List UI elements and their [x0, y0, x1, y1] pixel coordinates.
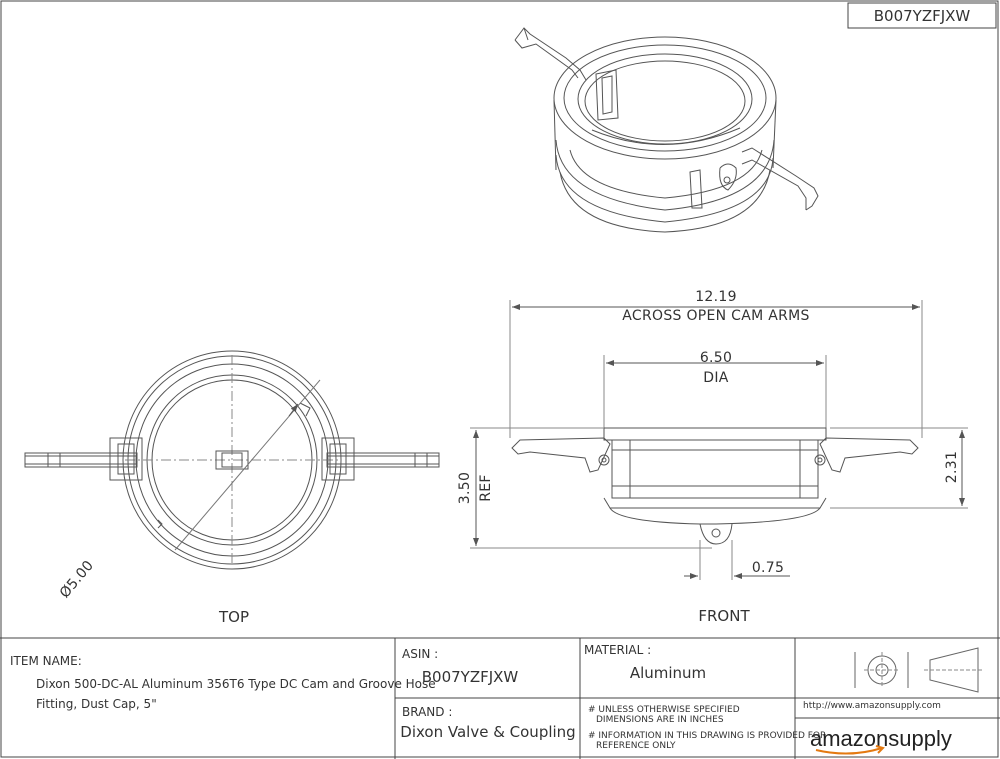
front-view-label: FRONT — [698, 607, 750, 625]
note-units-line2: DIMENSIONS ARE IN INCHES — [596, 715, 724, 725]
material-value: Aluminum — [630, 664, 706, 682]
logo-smile-arrow-icon — [875, 745, 885, 754]
logo-word-amazon: amazon — [810, 726, 888, 751]
item-name-line1: Dixon 500-DC-AL Aluminum 356T6 Type DC C… — [36, 677, 436, 691]
item-name-label: ITEM NAME: — [10, 654, 82, 668]
brand-value: Dixon Valve & Coupling — [400, 723, 575, 741]
right-height-value: 2.31 — [944, 451, 960, 483]
asin-value: B007YZFJXW — [422, 668, 519, 686]
asin-label: ASIN : — [402, 647, 438, 661]
dia-label: DIA — [703, 370, 729, 386]
item-name-line2: Fitting, Dust Cap, 5" — [36, 697, 157, 711]
note-units-line1: # UNLESS OTHERWISE SPECIFIED — [588, 705, 740, 715]
top-view — [24, 350, 440, 570]
dia-value: 6.50 — [700, 350, 732, 366]
height-value: 3.50 — [457, 472, 473, 504]
material-label: MATERIAL : — [584, 643, 651, 657]
note-reference-line2: REFERENCE ONLY — [596, 741, 676, 751]
sheet-id-text: B007YZFJXW — [874, 7, 971, 25]
isometric-view — [514, 27, 819, 233]
across-label: ACROSS OPEN CAM ARMS — [622, 308, 809, 324]
front-view — [470, 300, 968, 580]
note-reference-line1: # INFORMATION IN THIS DRAWING IS PROVIDE… — [588, 731, 826, 741]
top-diameter-dim: Ø5.00 — [57, 558, 97, 602]
brand-label: BRAND : — [402, 705, 452, 719]
top-view-label: TOP — [218, 608, 249, 626]
logo-word-supply: supply — [888, 726, 952, 751]
logo-smile-icon — [815, 747, 883, 755]
sheet-id-box: B007YZFJXW — [847, 2, 997, 29]
amazonsupply-logo: amazonsupply — [810, 726, 952, 755]
height-ref: REF — [478, 474, 494, 502]
supplier-url[interactable]: http://www.amazonsupply.com — [803, 701, 941, 711]
across-value: 12.19 — [695, 289, 737, 305]
offset-value: 0.75 — [752, 560, 784, 576]
title-block — [0, 637, 1000, 759]
svg-text:amazonsupply: amazonsupply — [810, 726, 952, 751]
